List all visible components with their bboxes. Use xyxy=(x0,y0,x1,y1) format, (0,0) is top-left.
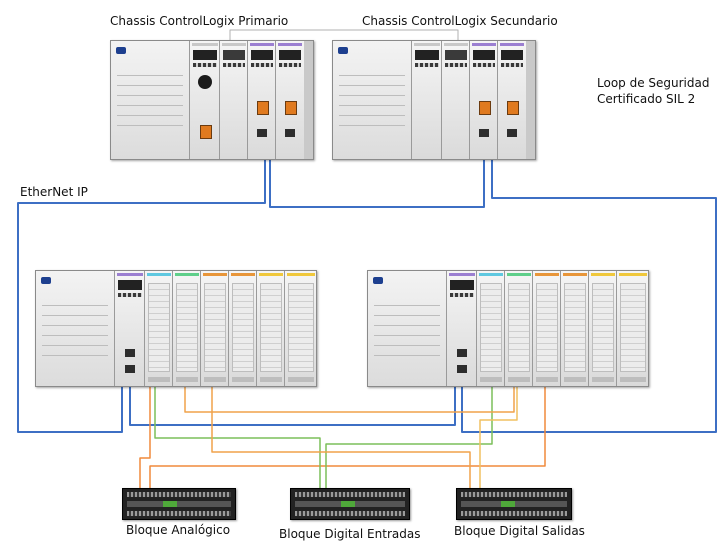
io-module-1 xyxy=(476,271,505,386)
redundancy-module xyxy=(219,41,248,159)
allen-bradley-logo xyxy=(116,47,126,54)
io-module-2 xyxy=(504,271,533,386)
ethernet-module-2 xyxy=(497,41,526,159)
io-module-1 xyxy=(144,271,173,386)
ethernet-module-1 xyxy=(469,41,498,159)
secondary-chassis-label: Chassis ControlLogix Secundario xyxy=(362,14,558,28)
ethernet-primary-to-secondary xyxy=(269,150,485,208)
digital-input-terminal-block xyxy=(290,488,410,520)
digital-output-terminal-block xyxy=(456,488,572,520)
safety-loop-label-line1: Loop de Seguridad xyxy=(597,76,710,90)
secondary-controllogix-chassis xyxy=(332,40,536,160)
power-supply-module xyxy=(333,41,412,159)
io-module-4 xyxy=(560,271,589,386)
keyswitch-icon xyxy=(198,75,212,89)
analog-block-label: Bloque Analógico xyxy=(126,523,231,537)
ethernet-adapter-module xyxy=(114,271,145,386)
controller-module xyxy=(411,41,442,159)
io-module-2 xyxy=(172,271,201,386)
digital-out-wire-right xyxy=(479,385,518,488)
digital-input-block-label: Bloque Digital Entradas xyxy=(279,527,421,541)
io-module-5 xyxy=(588,271,617,386)
left-io-chassis xyxy=(35,270,317,387)
primary-chassis-label: Chassis ControlLogix Primario xyxy=(110,14,289,28)
power-supply-module xyxy=(111,41,190,159)
io-module-3 xyxy=(532,271,561,386)
io-module-5 xyxy=(256,271,285,386)
io-module-6 xyxy=(616,271,648,386)
io-module-4 xyxy=(228,271,257,386)
allen-bradley-logo xyxy=(373,277,383,284)
right-io-chassis xyxy=(367,270,649,387)
ethernet-ip-label: EtherNet IP xyxy=(20,185,88,199)
analog-wire-left xyxy=(139,385,151,488)
digital-out-wire-left-down xyxy=(211,385,471,488)
digital-in-wire-right xyxy=(325,385,493,488)
digital-out-wire-left xyxy=(184,385,515,413)
primary-controllogix-chassis xyxy=(110,40,314,160)
ethernet-left-to-right xyxy=(129,385,456,426)
controller-module xyxy=(189,41,220,159)
safety-loop-label-line2: Certificado SIL 2 xyxy=(597,92,696,106)
ethernet-loop-outer xyxy=(17,150,266,433)
ethernet-module-1 xyxy=(247,41,276,159)
ethernet-module-2 xyxy=(275,41,304,159)
digital-in-wire-left xyxy=(154,385,321,488)
analog-wire-right xyxy=(149,385,546,488)
allen-bradley-logo xyxy=(338,47,348,54)
io-module-6 xyxy=(284,271,316,386)
power-supply-module xyxy=(36,271,115,386)
ethernet-adapter-module xyxy=(446,271,477,386)
ethernet-secondary-to-right xyxy=(461,150,717,433)
io-module-3 xyxy=(200,271,229,386)
power-supply-module xyxy=(368,271,447,386)
digital-output-block-label: Bloque Digital Salidas xyxy=(454,524,585,538)
redundancy-link xyxy=(229,29,459,40)
redundancy-module xyxy=(441,41,470,159)
analog-terminal-block xyxy=(122,488,236,520)
allen-bradley-logo xyxy=(41,277,51,284)
